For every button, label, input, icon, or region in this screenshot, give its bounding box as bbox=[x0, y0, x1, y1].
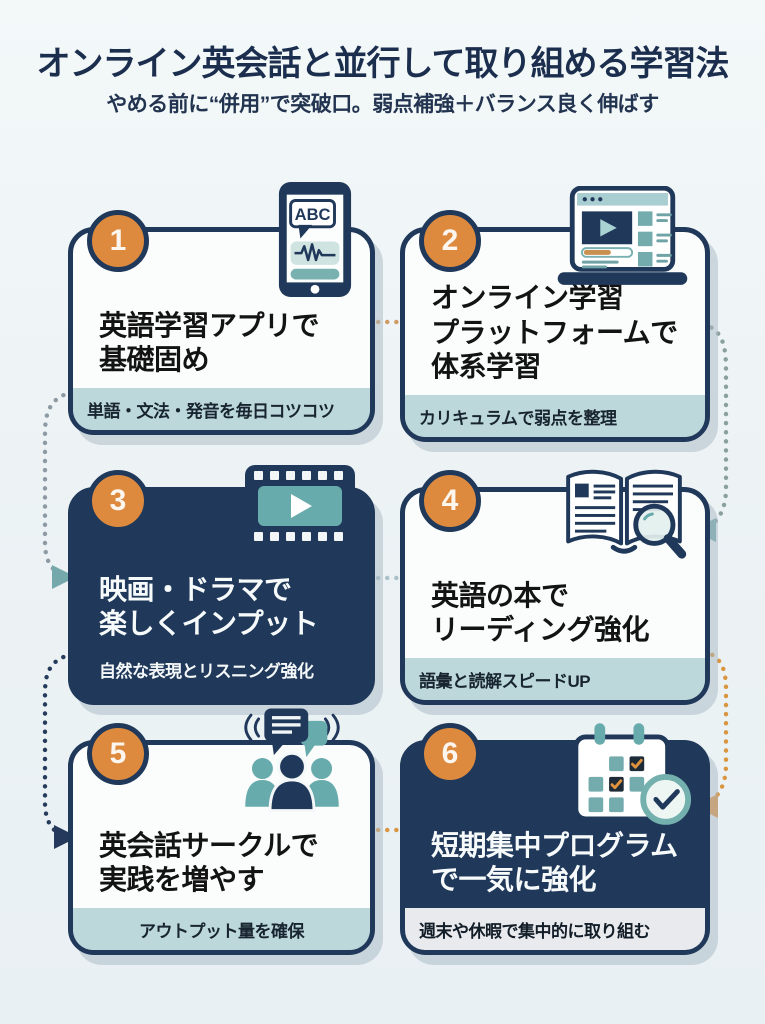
laptop-platform-icon bbox=[550, 185, 695, 288]
card-title: オンライン学習 プラットフォームで 体系学習 bbox=[431, 281, 678, 383]
card-title: 英語学習アプリで 基礎固め bbox=[99, 309, 320, 376]
card-note: 単語・文法・発音を毎日コツコツ bbox=[73, 388, 370, 430]
calendar-clock-icon bbox=[571, 721, 693, 827]
phone-learning-app-icon: ABC bbox=[276, 180, 354, 299]
step-number: 1 bbox=[109, 224, 127, 257]
card-title: 映画・ドラマで 楽しくインプット bbox=[99, 573, 319, 640]
card-note: カリキュラムで弱点を整理 bbox=[405, 395, 705, 437]
card-step-5: 5 英会話サークルで 実践を増やす アウトプット量を確保 bbox=[68, 708, 375, 955]
page-title: オンライン英会話と並行して取り組める学習法 bbox=[36, 45, 730, 83]
step-number: 5 bbox=[109, 737, 127, 770]
step-number: 6 bbox=[441, 737, 459, 770]
step-number: 4 bbox=[441, 484, 459, 517]
card-step-3: 3 映画・ドラマで 楽しくインプット 自然な表現とリスニング強化 bbox=[68, 465, 375, 705]
step-number-badge: 2 bbox=[419, 210, 481, 272]
step-number: 3 bbox=[109, 484, 127, 517]
card-note: 語彙と読解スピードUP bbox=[405, 658, 705, 700]
card-step-6: 6 短期集中プログラム で一気に強化 週末や休暇で集中的に取り組む bbox=[400, 723, 710, 955]
card-step-1: 1 ABC 英語学習アプリで 基礎固め 単語・文法・発音を毎日コツコツ bbox=[68, 181, 375, 435]
step-number-badge: 5 bbox=[87, 723, 149, 785]
page-subtitle: やめる前に“併用”で突破口。弱点補強＋バランス良く伸ばす bbox=[106, 93, 659, 116]
card-note: アウトプット量を確保 bbox=[73, 908, 370, 950]
step-number-badge: 1 bbox=[87, 210, 149, 272]
people-conversation-icon bbox=[230, 705, 354, 813]
step-number-badge: 6 bbox=[419, 723, 481, 785]
card-note: 週末や休暇で集中的に取り組む bbox=[405, 908, 705, 950]
card-title: 英会話サークルで 実践を増やす bbox=[99, 829, 319, 896]
card-step-4: 4 英語の本で リーディング強化 語彙と読解スピードUP bbox=[400, 469, 710, 705]
step-number-badge: 4 bbox=[419, 470, 481, 532]
step-number-badge: 3 bbox=[87, 470, 149, 532]
card-title: 短期集中プログラム で一気に強化 bbox=[431, 829, 678, 896]
step-number: 2 bbox=[441, 224, 459, 257]
svg-text:ABC: ABC bbox=[295, 205, 331, 224]
open-book-magnifier-icon bbox=[559, 465, 689, 563]
card-note: 自然な表現とリスニング強化 bbox=[99, 661, 314, 681]
card-step-2: 2 オンライン学習 プラットフォームで 体系学習 bbox=[400, 185, 710, 442]
card-title: 英語の本で リーディング強化 bbox=[431, 579, 650, 646]
film-strip-play-icon bbox=[244, 464, 356, 548]
